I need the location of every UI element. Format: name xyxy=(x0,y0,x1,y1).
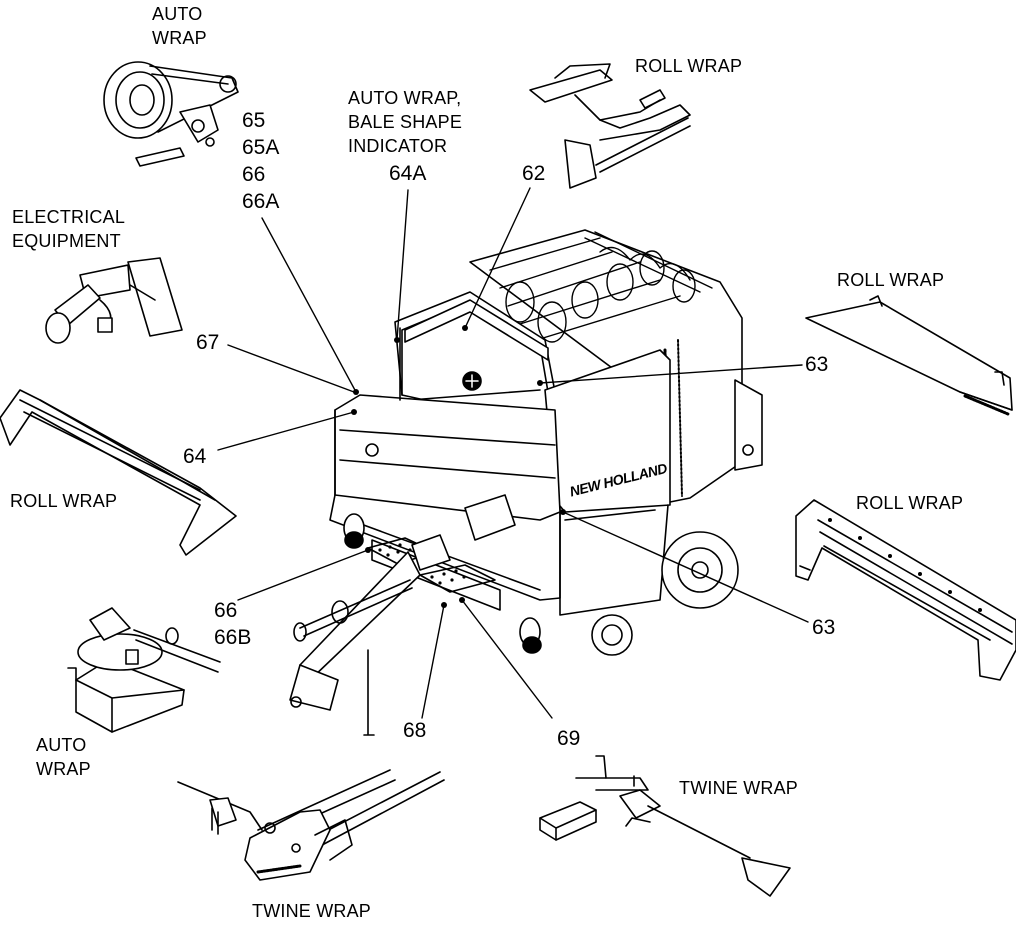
auto-wrap-top-drawing xyxy=(103,61,239,167)
label-roll-wrap-top: ROLL WRAP xyxy=(635,56,743,76)
baler-machine xyxy=(289,229,763,736)
label-roll-wrap-right-bottom: ROLL WRAP xyxy=(856,493,964,513)
label-roll-wrap-left: ROLL WRAP xyxy=(10,491,118,511)
callout-67: 67 xyxy=(196,331,220,354)
callout-64: 64 xyxy=(183,445,207,468)
twine-wrap-bottom-drawing xyxy=(177,769,445,881)
label-twine-wrap-right: TWINE WRAP xyxy=(679,778,798,798)
roll-wrap-right-bottom-drawing xyxy=(795,499,1016,681)
callout-63-upper: 63 xyxy=(805,353,829,376)
label-roll-wrap-right-top: ROLL WRAP xyxy=(837,270,945,290)
callout-66-66b: 66 66B xyxy=(214,599,252,649)
label-twine-wrap-bottom: TWINE WRAP xyxy=(252,901,371,921)
auto-wrap-bottom-drawing xyxy=(67,607,221,733)
roll-wrap-top-drawing xyxy=(529,63,691,189)
label-electrical-equipment: ELECTRICAL EQUIPMENT xyxy=(12,207,126,251)
label-auto-wrap-bale-shape-indicator: AUTO WRAP, BALE SHAPE INDICATOR xyxy=(348,88,463,156)
callout-65-65a-66-66a: 65 65A 66 66A xyxy=(242,109,280,213)
callout-63-lower: 63 xyxy=(812,616,836,639)
roll-wrap-left-drawing xyxy=(0,389,237,556)
label-auto-wrap-bottom: AUTO WRAP xyxy=(36,735,91,779)
callout-69: 69 xyxy=(557,727,581,750)
leader-lines xyxy=(217,187,809,719)
callout-64a: 64A xyxy=(389,162,427,185)
callout-62: 62 xyxy=(522,162,546,185)
label-auto-wrap-top: AUTO WRAP xyxy=(152,4,207,48)
electrical-equipment-drawing xyxy=(45,257,183,344)
callout-68: 68 xyxy=(403,719,427,742)
twine-wrap-right-drawing xyxy=(539,755,791,897)
roll-wrap-right-top-drawing xyxy=(805,295,1013,416)
